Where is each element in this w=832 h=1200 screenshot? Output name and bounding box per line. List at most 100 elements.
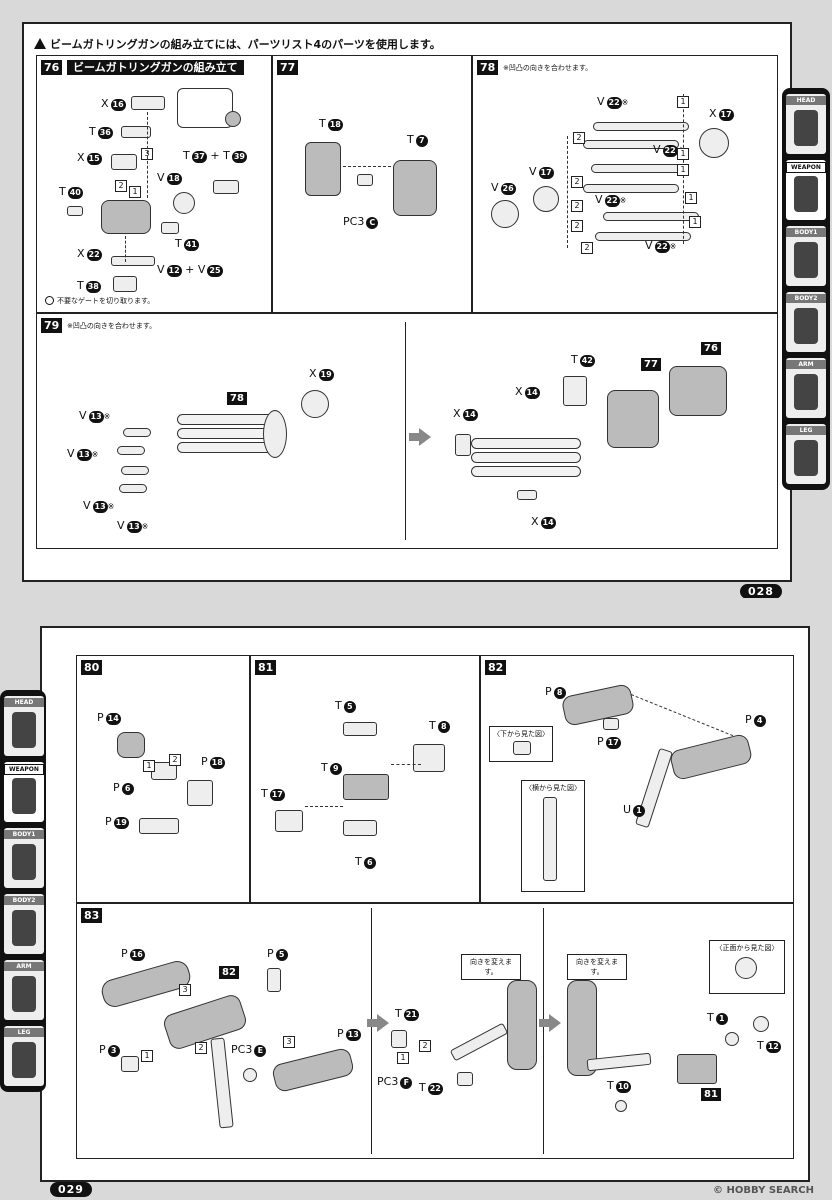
body2-icon (794, 308, 818, 344)
gatling-barrel (177, 414, 277, 425)
sub-panel-divider (405, 322, 406, 540)
step-number: 83 (81, 908, 103, 923)
tab-weapon[interactable]: WEAPON (786, 160, 826, 220)
front-view-callout: 〈正面から見た図〉 (709, 940, 785, 994)
rotate-note: 向きを変えます。 (567, 954, 627, 980)
tab-head[interactable]: HEAD (4, 696, 44, 756)
part-p17 (603, 718, 619, 730)
head-icon (794, 110, 818, 146)
assembly-guide-line (630, 694, 734, 737)
step-reference-badge: 78 (227, 392, 247, 405)
sequence-box: 2 (571, 220, 583, 232)
part-x22 (111, 256, 155, 266)
part-t17 (275, 810, 303, 832)
part-x15 (111, 154, 137, 170)
tab-body1[interactable]: BODY1 (4, 828, 44, 888)
sequence-box: 1 (677, 96, 689, 108)
step-number: 79 (41, 318, 63, 333)
tab-body1[interactable]: BODY1 (786, 226, 826, 286)
part-t1 (725, 1032, 739, 1046)
part-x19 (301, 390, 329, 418)
arm-icon (794, 374, 818, 410)
sequence-box: 1 (141, 1050, 153, 1062)
part-x17 (699, 128, 729, 158)
tab-arm[interactable]: ARM (4, 960, 44, 1020)
track-chain (449, 1022, 509, 1062)
page-number: 029 (50, 1182, 92, 1197)
nipper-icon (45, 296, 54, 305)
detail-inset (177, 88, 233, 128)
step-number: 78 (477, 60, 499, 75)
barrel-rod (593, 122, 689, 131)
sequence-box: 1 (677, 148, 689, 160)
part-p14 (117, 732, 145, 758)
sequence-box: 1 (689, 216, 701, 228)
tab-leg[interactable]: LEG (4, 1026, 44, 1086)
part-t42 (563, 376, 587, 406)
part-p13 (270, 1046, 356, 1094)
tab-arm[interactable]: ARM (786, 358, 826, 418)
sequence-box: 2 (169, 754, 181, 766)
part-t40 (67, 206, 83, 216)
part-p19 (139, 818, 179, 834)
category-tabs: HEAD WEAPON BODY1 BODY2 ARM LEG (0, 690, 46, 1092)
gatling-barrel (177, 428, 277, 439)
body1-icon (794, 242, 818, 278)
part-t21 (391, 1030, 407, 1048)
sequence-box: 1 (129, 186, 141, 198)
tab-head[interactable]: HEAD (786, 94, 826, 154)
tab-leg[interactable]: LEG (786, 424, 826, 484)
gatling-barrel (471, 452, 581, 463)
part-x14 (517, 490, 537, 500)
part-t10 (615, 1100, 627, 1112)
tab-weapon[interactable]: WEAPON (4, 762, 44, 822)
tab-body2[interactable]: BODY2 (4, 894, 44, 954)
weapon-icon (794, 176, 818, 212)
assembled-step-77 (607, 390, 659, 448)
weapon-icon (12, 778, 36, 814)
notice-text: ビームガトリングガンの組み立てには、パーツリスト4のパーツを使用します。 (50, 38, 441, 51)
sub-panel-divider (543, 908, 544, 1154)
step-reference-badge: 76 (701, 342, 721, 355)
assembly-guide-line (567, 136, 568, 248)
sequence-box: 2 (419, 1040, 431, 1052)
tab-body2[interactable]: BODY2 (786, 292, 826, 352)
next-arrow-icon (367, 1014, 389, 1032)
parts-list-notice: ビームガトリングガンの組み立てには、パーツリスト4のパーツを使用します。 (34, 36, 441, 52)
part-x14 (455, 434, 471, 456)
part-p8 (560, 683, 636, 727)
sequence-box: 1 (397, 1052, 409, 1064)
part-t18 (305, 142, 341, 196)
head-icon (12, 712, 36, 748)
sequence-box: 2 (573, 132, 585, 144)
part-p3 (121, 1056, 139, 1072)
watermark: © HOBBY SEARCH (713, 1185, 814, 1196)
sequence-box: 2 (195, 1042, 207, 1054)
part-v17 (533, 186, 559, 212)
